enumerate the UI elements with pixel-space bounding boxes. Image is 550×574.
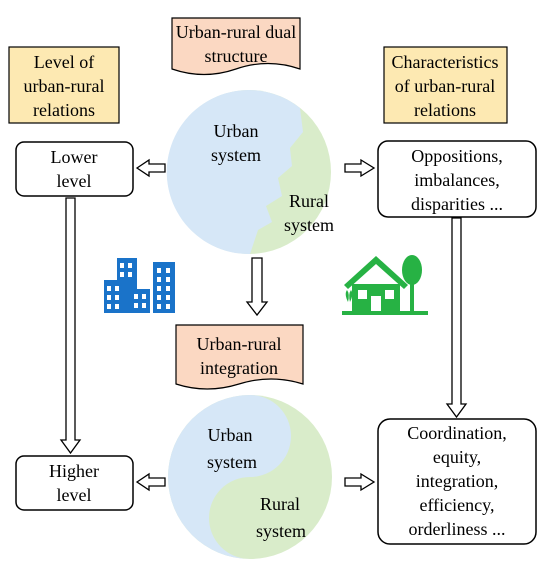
arrow-to-lower-characteristics: [344, 158, 376, 178]
dual-structure-banner-line-1: Urban-rural dual: [176, 22, 296, 42]
dual-structure-urban-area: [166, 90, 303, 255]
lower-level-line-1: Lower: [51, 147, 98, 167]
dual-rural-line-1: Rural: [289, 191, 329, 211]
arrow-to-lower-level: [135, 158, 166, 178]
higher-characteristics-line-2: equity,: [433, 447, 481, 467]
integration-rural-line-2: system: [256, 521, 306, 541]
integration-rural-line-1: Rural: [260, 494, 300, 514]
higher-level-line-2: level: [57, 485, 92, 505]
integration-banner: [175, 324, 304, 390]
higher-characteristics-line-5: orderliness ...: [409, 519, 506, 539]
arrow-to-higher-level: [135, 472, 166, 492]
arrow-lower-to-higher-characteristics: [445, 217, 468, 419]
dual-structure-banner: [171, 17, 301, 76]
integration-banner-line-1: Urban-rural: [197, 334, 282, 354]
dual-structure-banner-line-2: structure: [205, 46, 268, 66]
level-title-line-2: urban-rural: [24, 76, 105, 96]
lower-characteristics-line-2: imbalances,: [414, 170, 499, 190]
dual-urban-line-2: system: [211, 145, 261, 165]
integration-banner-line-2: integration: [200, 358, 278, 378]
higher-characteristics-box: [377, 418, 537, 545]
characteristics-title-box: [383, 46, 508, 124]
building-windows: [107, 263, 170, 309]
higher-characteristics-line-1: Coordination,: [407, 423, 507, 443]
lower-characteristics-box: [377, 140, 537, 218]
higher-level-line-1: Higher: [49, 461, 99, 481]
level-title-line-1: Level of: [34, 52, 94, 72]
higher-characteristics-line-4: efficiency,: [420, 495, 495, 515]
higher-level-box: [15, 455, 134, 511]
city-buildings-icon: [104, 258, 175, 313]
house-with-tree-icon: [342, 255, 428, 315]
dual-urban-line-1: Urban: [214, 121, 259, 141]
dual-rural-line-2: system: [284, 215, 334, 235]
higher-characteristics-line-3: integration,: [416, 471, 498, 491]
characteristics-title-line-1: Characteristics: [392, 52, 499, 72]
arrow-dual-to-integration: [245, 257, 269, 317]
level-title-box: [8, 46, 120, 124]
integration-urban-line-1: Urban: [208, 425, 253, 445]
house-openings: [358, 290, 394, 311]
characteristics-title-line-3: relations: [414, 100, 476, 120]
integration-urban-line-2: system: [207, 452, 257, 472]
characteristics-title-line-2: of urban-rural: [395, 76, 495, 96]
arrow-lower-to-higher-level: [59, 197, 82, 455]
lower-level-line-2: level: [57, 171, 92, 191]
integration-urban-area: [168, 395, 291, 559]
lower-characteristics-line-3: disparities ...: [411, 194, 503, 214]
lower-characteristics-line-1: Oppositions,: [411, 146, 503, 166]
lower-level-box: [15, 141, 134, 197]
level-title-line-3: relations: [33, 100, 95, 120]
arrow-to-higher-characteristics: [344, 472, 376, 492]
